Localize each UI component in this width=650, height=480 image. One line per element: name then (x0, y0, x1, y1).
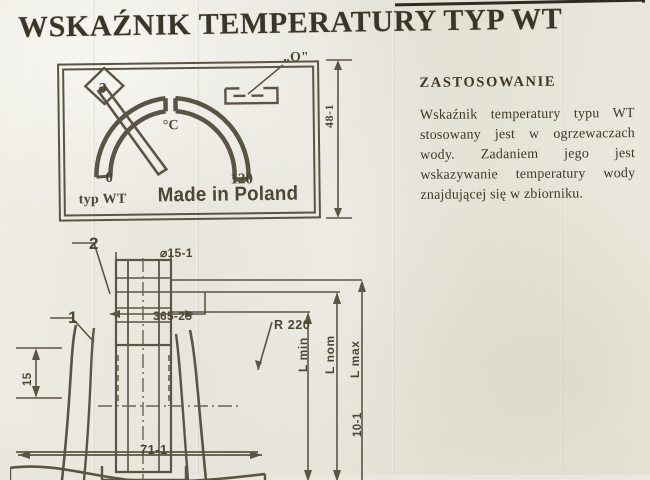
callout-item-2: 2 (89, 234, 98, 254)
dimension-arrow-48 (318, 58, 358, 228)
scale-min-label: 0 (105, 170, 113, 187)
dimension-plate-thickness: 10-1 (352, 412, 364, 437)
unit-label: °C (163, 118, 179, 134)
dimension-thread-spec: 365-25 (153, 309, 192, 323)
oring-symbol (225, 88, 277, 104)
dimension-length-nom: L nom (323, 335, 337, 374)
dimension-length-max: L max (348, 341, 362, 378)
dimension-bore-diameter: ⌀15-1 (160, 246, 193, 260)
application-heading: ZASTOSOWANIE (419, 73, 634, 92)
dimension-flange-height: 15 (22, 372, 34, 386)
callout-item-1: 1 (68, 308, 77, 328)
origin-label: Made in Poland (158, 183, 299, 208)
page-title: WSKAŹNIK TEMPERATURY TYP WT (18, 1, 634, 45)
type-label: typ WT (79, 192, 127, 209)
brand-mark-letter: a (98, 76, 107, 96)
gauge-dial-plate: a 0 120 °C typ WT Made in Poland (57, 60, 321, 221)
scale-arc (95, 97, 248, 181)
dimension-overall-width: 71-1 (140, 442, 168, 457)
dimension-radius: R 220 (274, 318, 310, 332)
application-section: ZASTOSOWANIE Wskaźnik temperatury typu W… (419, 73, 635, 205)
dimension-length-min: L min (296, 337, 310, 372)
application-text: Wskaźnik temperatury typu WT stosowany j… (420, 104, 636, 205)
application-paragraph: Wskaźnik temperatury typu WT stosowany j… (420, 104, 636, 205)
